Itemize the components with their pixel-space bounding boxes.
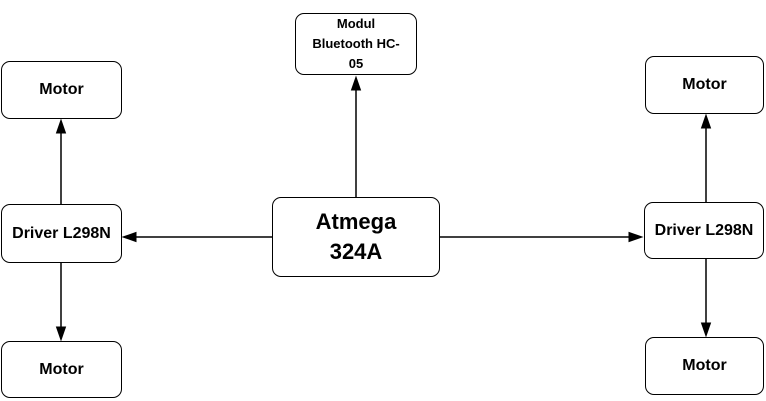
arrowhead-down-icon <box>700 322 712 338</box>
arrow-atmega-to-driver-right <box>440 231 644 243</box>
node-driver-left-label: Driver L298N <box>12 224 111 242</box>
arrow-driver-right-to-motor-bottom-right <box>700 259 712 338</box>
node-module-bluetooth: Modul Bluetooth HC- 05 <box>295 13 417 75</box>
arrowhead-right-icon <box>628 231 644 243</box>
node-module-bluetooth-label-line1: Modul <box>336 16 376 31</box>
arrowhead-left-icon <box>121 231 137 243</box>
node-motor-bottom-right-label: Motor <box>682 357 727 374</box>
node-driver-right: Driver L298N <box>644 202 764 259</box>
node-motor-bottom-left-label: Motor <box>39 360 84 378</box>
node-module-bluetooth-label-line2: Bluetooth HC- <box>312 36 400 51</box>
arrow-driver-right-to-motor-top-right <box>700 113 712 202</box>
arrow-atmega-to-driver-left <box>121 231 272 243</box>
node-driver-left: Driver L298N <box>1 204 122 263</box>
node-module-bluetooth-label-line3: 05 <box>348 56 364 71</box>
arrowhead-down-icon <box>55 326 67 342</box>
node-motor-top-right-label: Motor <box>682 76 727 93</box>
arrow-driver-left-to-motor-top-left <box>55 118 67 204</box>
node-motor-top-left-label: Motor <box>39 81 84 98</box>
arrowhead-up-icon <box>700 113 712 129</box>
node-motor-bottom-right: Motor <box>645 337 764 395</box>
node-driver-right-label: Driver L298N <box>654 221 754 239</box>
node-atmega-label-line1: Atmega <box>315 209 397 234</box>
node-atmega-label-line2: 324A <box>329 239 383 264</box>
node-motor-top-right: Motor <box>645 56 764 114</box>
arrowhead-up-icon <box>350 75 362 91</box>
node-motor-top-left: Motor <box>1 61 122 119</box>
arrow-driver-left-to-motor-bottom-left <box>55 263 67 342</box>
node-atmega: Atmega 324A <box>272 197 440 277</box>
arrowhead-up-icon <box>55 118 67 134</box>
arrow-atmega-to-bluetooth <box>350 75 362 197</box>
node-motor-bottom-left: Motor <box>1 341 122 398</box>
